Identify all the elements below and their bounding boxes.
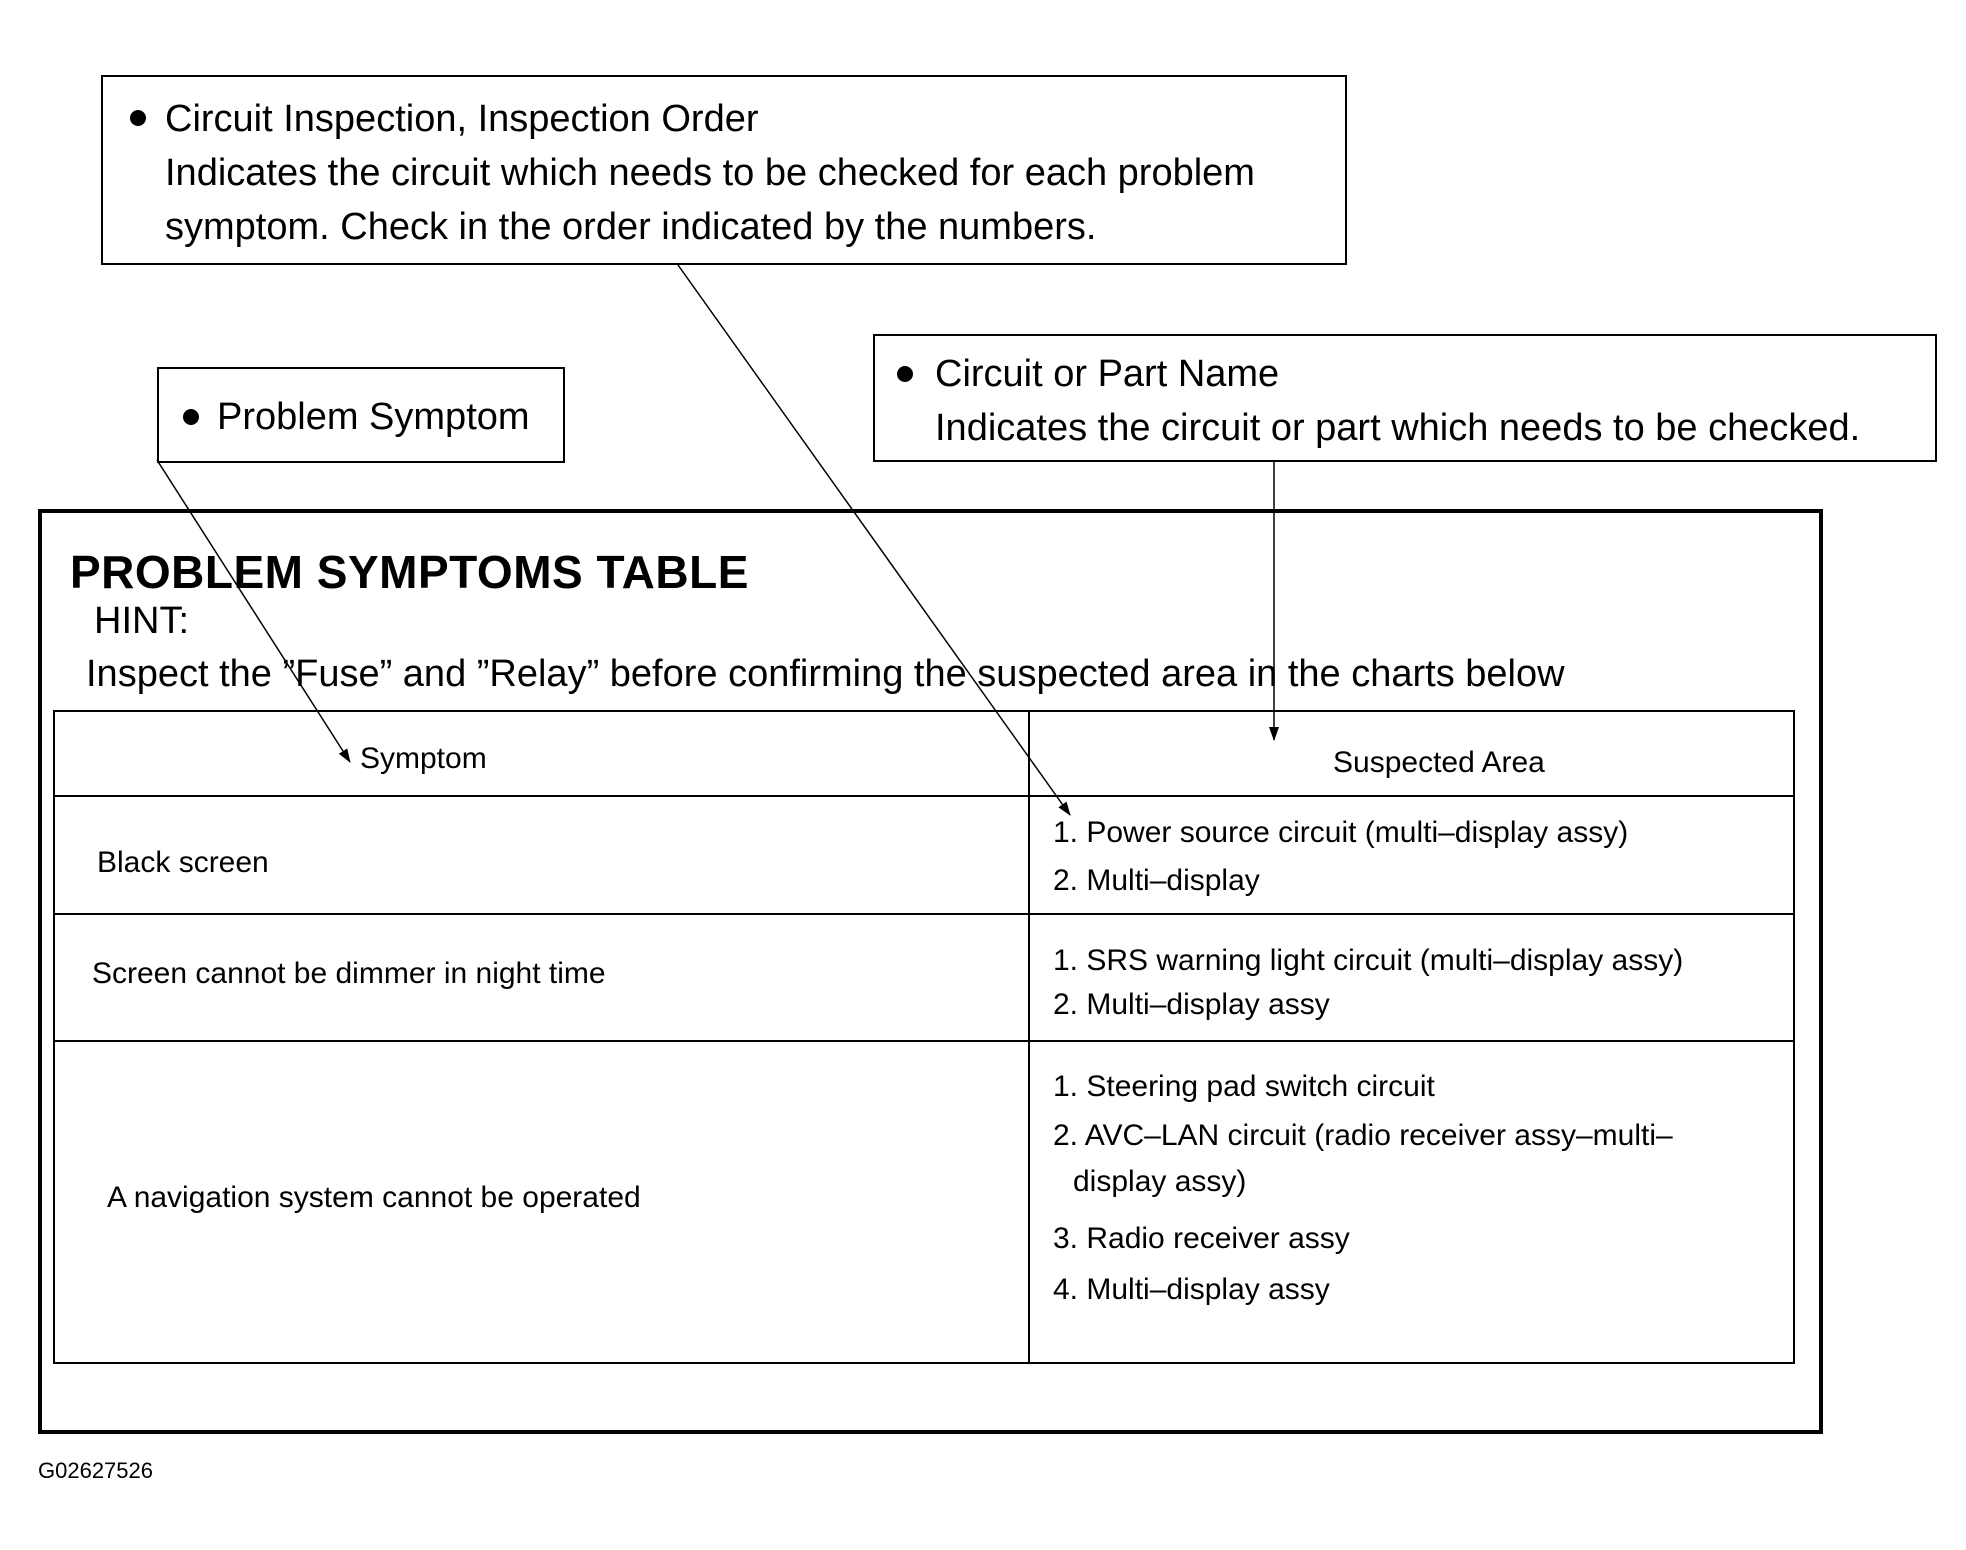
callout-title: Circuit Inspection, Inspection Order — [165, 98, 759, 140]
callout-description-cont: symptom. Check in the order indicated by… — [165, 206, 1097, 248]
callout-description: Indicates the circuit or part which need… — [935, 407, 1861, 449]
table-title: PROBLEM SYMPTOMS TABLE — [70, 546, 749, 598]
suspected-area-item: display assy) — [1073, 1165, 1247, 1198]
row-divider — [55, 795, 1793, 797]
symptoms-table: Symptom Suspected Area Black screen 1. P… — [53, 710, 1795, 1364]
suspected-area-item: 2. Multi–display — [1053, 864, 1260, 897]
suspected-area-item: 4. Multi–display assy — [1053, 1273, 1330, 1306]
hint-text: Inspect the ”Fuse” and ”Relay” before co… — [86, 653, 1565, 695]
symptom-cell: A navigation system cannot be operated — [107, 1181, 641, 1214]
callout-circuit-inspection: Circuit Inspection, Inspection Order Ind… — [101, 75, 1347, 265]
row-divider — [55, 1040, 1793, 1042]
figure-code: G02627526 — [38, 1458, 153, 1483]
suspected-area-item: 2. AVC–LAN circuit (radio receiver assy–… — [1053, 1119, 1673, 1152]
symptom-cell: Screen cannot be dimmer in night time — [92, 957, 606, 990]
callout-title: Circuit or Part Name — [935, 353, 1280, 395]
suspected-area-item: 1. Steering pad switch circuit — [1053, 1070, 1435, 1103]
callout-problem-symptom: Problem Symptom — [157, 367, 565, 463]
suspected-area-item: 2. Multi–display assy — [1053, 988, 1330, 1021]
suspected-area-item: 1. Power source circuit (multi–display a… — [1053, 816, 1629, 849]
bullet-icon — [183, 409, 199, 425]
bullet-icon — [897, 366, 913, 382]
header-symptom: Symptom — [360, 742, 487, 775]
hint-label: HINT: — [94, 600, 189, 642]
bullet-icon — [130, 110, 146, 126]
symptom-cell: Black screen — [97, 846, 269, 879]
suspected-area-item: 3. Radio receiver assy — [1053, 1222, 1350, 1255]
suspected-area-item: 1. SRS warning light circuit (multi–disp… — [1053, 944, 1684, 977]
column-divider — [1028, 712, 1030, 1362]
row-divider — [55, 913, 1793, 915]
header-suspected-area: Suspected Area — [1333, 746, 1545, 779]
callout-title: Problem Symptom — [217, 396, 530, 438]
callout-description: Indicates the circuit which needs to be … — [165, 152, 1255, 194]
callout-circuit-part-name: Circuit or Part Name Indicates the circu… — [873, 334, 1937, 462]
